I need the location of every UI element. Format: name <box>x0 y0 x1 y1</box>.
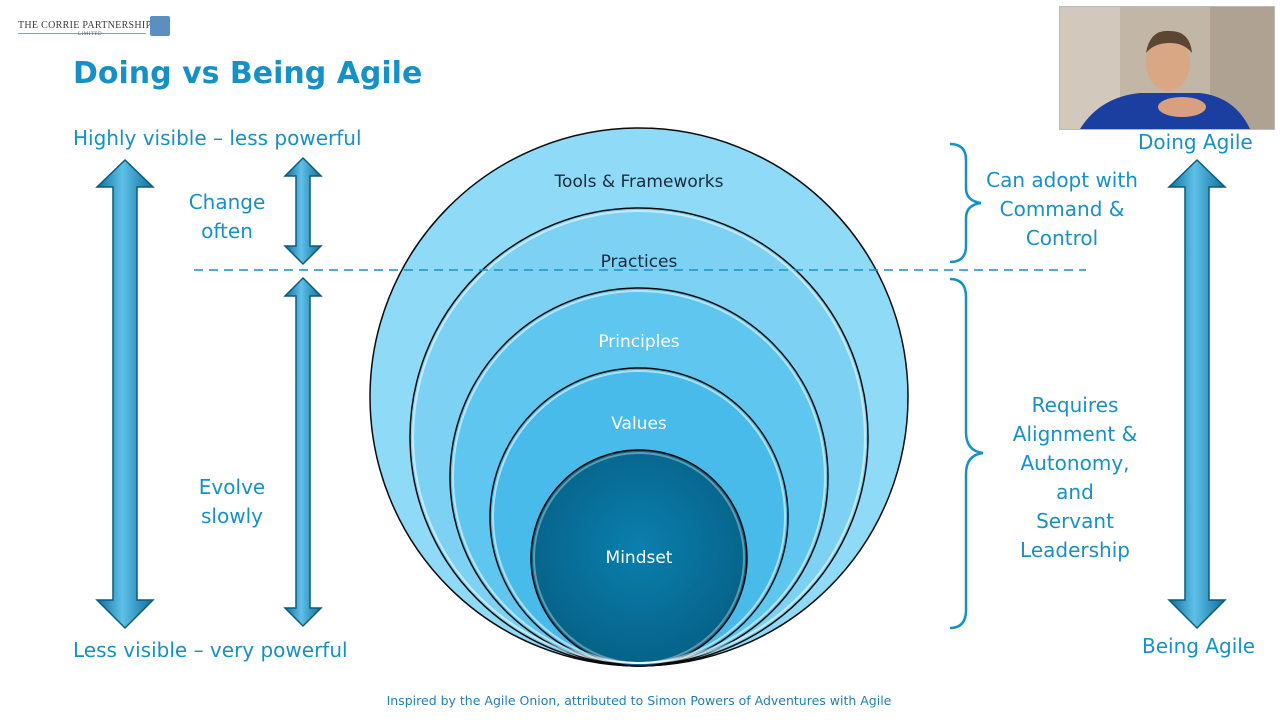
label-highly-visible: Highly visible – less powerful <box>73 126 362 150</box>
double-arrow-icon <box>95 158 155 630</box>
label-command-control: Can adopt with Command & Control <box>986 168 1138 250</box>
label-evolve-slowly: Evolve slowly <box>198 475 266 528</box>
double-arrow-icon <box>283 156 323 266</box>
bracket-icon <box>949 142 982 264</box>
bracket-icon <box>949 277 984 630</box>
label-requires: Requires Alignment & Autonomy, and Serva… <box>1012 393 1138 562</box>
layer-label-practices: Practices <box>601 252 678 272</box>
slide-title: Doing vs Being Agile <box>73 56 423 91</box>
attribution-footer: Inspired by the Agile Onion, attributed … <box>386 693 892 708</box>
layer-label-values: Values <box>611 414 667 434</box>
label-less-visible: Less visible – very powerful <box>73 638 348 662</box>
double-arrow-icon <box>1167 158 1227 630</box>
label-being-agile: Being Agile <box>1142 634 1256 658</box>
logo-divider <box>18 33 146 34</box>
logo-subtitle: LIMITED <box>78 32 103 37</box>
layer-label-mindset: Mindset <box>606 548 673 568</box>
double-arrow-icon <box>283 276 323 628</box>
layer-label-principles: Principles <box>598 332 679 352</box>
label-change-often: Change often <box>188 190 266 243</box>
company-logo: THE CORRIE PARTNERSHIP LIMITED <box>18 16 174 40</box>
label-doing-agile: Doing Agile <box>1138 130 1253 154</box>
onion-layers <box>369 127 909 667</box>
logo-mark-icon <box>150 16 170 36</box>
logo-name: THE CORRIE PARTNERSHIP <box>18 20 152 31</box>
presenter-video-image <box>1060 7 1274 129</box>
layer-label-tools: Tools & Frameworks <box>554 172 724 192</box>
presenter-video-feed <box>1059 6 1275 130</box>
layer-mindset <box>530 449 748 667</box>
